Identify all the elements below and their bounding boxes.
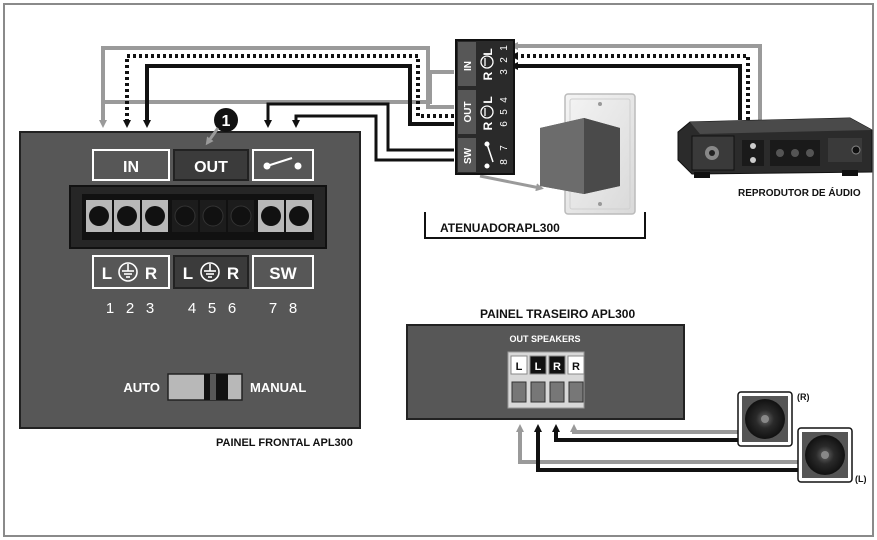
attenuator-plate-image <box>540 93 636 215</box>
connector-l-letter: L <box>481 96 495 103</box>
out-lower-box <box>173 255 249 289</box>
wire-black-in-right <box>143 64 454 128</box>
in-lower-box <box>92 255 170 289</box>
pin-number: 5 <box>499 109 510 115</box>
sw-label: SW <box>269 264 297 283</box>
wire-sw-7 <box>264 102 454 152</box>
rear-panel-title: PAINEL TRASEIRO APL300 <box>480 307 635 321</box>
speaker-terminal-label: L <box>516 361 523 373</box>
in-r-label: R <box>145 264 157 283</box>
connector-r-letter: R <box>481 121 495 130</box>
wire-spk-r-plus <box>552 424 738 442</box>
out-l-label: L <box>183 264 193 283</box>
wire-player-left <box>510 42 762 120</box>
out-group-box <box>173 149 249 181</box>
ground-icon <box>480 55 494 69</box>
in-group-box <box>92 149 170 181</box>
connector-l-letter: L <box>481 48 495 55</box>
out-r-label: R <box>227 264 239 283</box>
speaker-terminal-label: R <box>572 361 580 373</box>
mode-auto-label: AUTO <box>123 380 160 395</box>
mode-switch[interactable] <box>167 373 243 401</box>
wire-spk-l-minus <box>534 424 802 472</box>
switch-symbol-icon <box>263 157 302 170</box>
terminal-number: 4 <box>188 300 196 317</box>
connector-in-label: IN <box>463 61 474 71</box>
out-speakers-label: OUT SPEAKERS <box>509 334 580 344</box>
terminal-number: 8 <box>289 300 297 317</box>
terminal-number: 3 <box>146 300 154 317</box>
pin-number: 8 <box>499 159 510 165</box>
sw-lower-box <box>252 255 314 289</box>
wire-dotted-in-ground <box>123 54 454 128</box>
connector-sw-label: SW <box>463 147 474 164</box>
wire-spk-r-minus <box>570 424 738 434</box>
switch-symbol-icon <box>484 141 494 169</box>
front-panel-title: PAINEL FRONTAL APL300 <box>216 437 353 449</box>
callout-marker <box>214 108 238 132</box>
pin-number: 4 <box>499 97 510 103</box>
terminal-screws <box>86 200 312 232</box>
pointer-arrow <box>479 174 544 192</box>
in-group-label: IN <box>123 159 139 176</box>
out-group-label: OUT <box>194 159 228 176</box>
input-wires <box>99 46 454 128</box>
connector-out-label: OUT <box>463 101 474 122</box>
pin-number: 6 <box>499 121 510 127</box>
pin-number: 1 <box>499 45 510 51</box>
ground-icon <box>200 262 220 282</box>
wire-gray-in-left <box>99 46 454 128</box>
terminal-number: 1 <box>106 300 114 317</box>
pin-number: 3 <box>499 69 510 75</box>
terminal-number: 5 <box>208 300 216 317</box>
pin-number: 7 <box>499 145 510 151</box>
attenuator-label: ATENUADORAPL300 <box>440 221 560 235</box>
speaker-wires <box>516 424 802 472</box>
speaker-left <box>797 427 853 483</box>
ground-icon <box>118 262 138 282</box>
speaker-terminal-label: L <box>535 361 542 373</box>
speaker-right-label: (R) <box>797 392 810 402</box>
speaker-right <box>737 391 793 447</box>
wire-spk-l-plus <box>516 424 802 464</box>
in-l-label: L <box>102 264 112 283</box>
callout-arrow <box>205 127 220 146</box>
audio-player-label: REPRODUTOR DE ÁUDIO <box>738 186 861 199</box>
callout-number: 1 <box>222 113 231 130</box>
audio-player-image <box>677 117 873 178</box>
wire-sw-8 <box>292 114 454 162</box>
connector-r-letter: R <box>481 71 495 80</box>
attenuator-connector: IN OUT SW L R L R 1 2 3 4 5 6 7 8 <box>455 39 515 175</box>
attenuator-bracket <box>424 212 646 239</box>
terminal-number: 7 <box>269 300 277 317</box>
player-wires <box>510 42 762 120</box>
terminal-number: 6 <box>228 300 236 317</box>
wire-player-right <box>510 62 742 120</box>
terminal-number: 2 <box>126 300 134 317</box>
speaker-terminal-label: R <box>553 361 561 373</box>
sw-group-box <box>252 149 314 181</box>
out-sw-wires <box>264 102 454 162</box>
ground-icon <box>480 105 494 119</box>
front-panel: IN OUT 1 L <box>19 108 361 429</box>
speaker-left-label: (L) <box>855 474 867 484</box>
speaker-terminal-screws <box>511 381 584 403</box>
rear-panel: OUT SPEAKERS L L R R <box>406 324 685 420</box>
mode-manual-label: MANUAL <box>250 380 306 395</box>
pin-number: 2 <box>499 57 510 63</box>
